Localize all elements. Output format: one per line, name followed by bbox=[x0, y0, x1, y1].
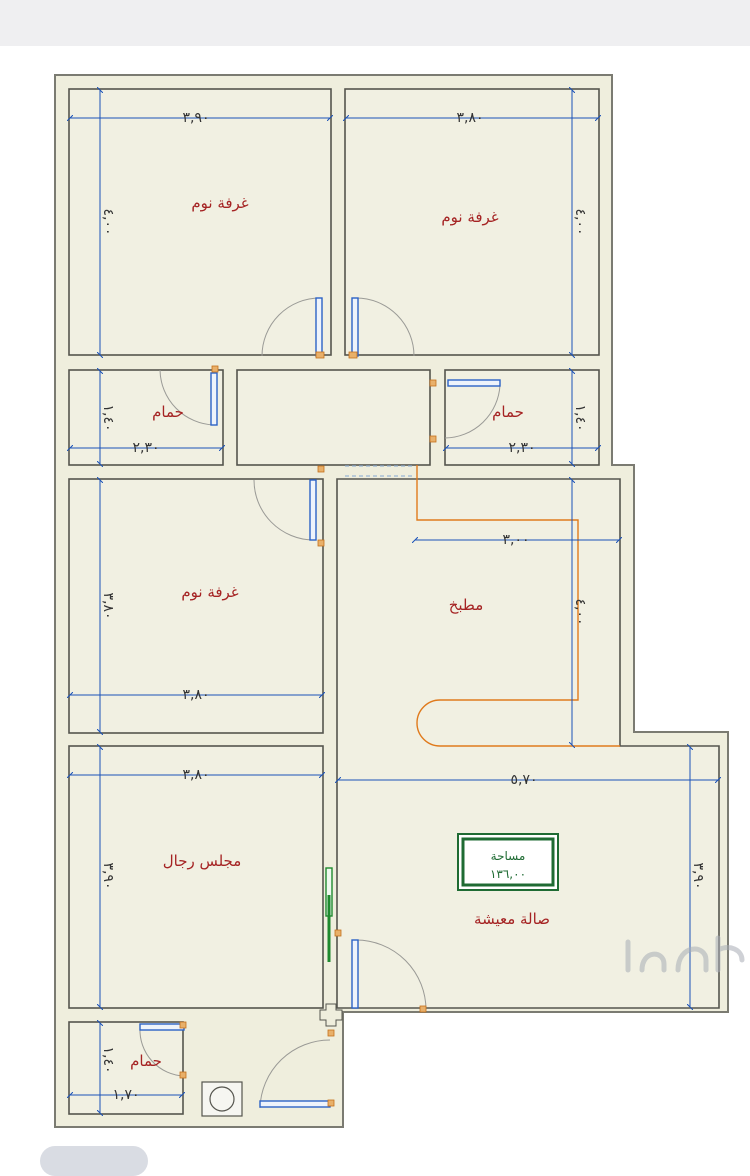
door-swing-bath2 bbox=[444, 384, 501, 439]
door-leaf-entry bbox=[259, 1100, 331, 1108]
column-notch bbox=[319, 1003, 343, 1027]
door-swing-living bbox=[355, 939, 427, 1011]
dim-living-width: ٥,٧٠ bbox=[510, 772, 537, 788]
water-heater bbox=[201, 1081, 243, 1117]
majlis-room bbox=[68, 745, 324, 1009]
label-kitchen: مطبخ bbox=[449, 596, 484, 614]
door-leaf-bath3 bbox=[139, 1023, 185, 1031]
door-leaf-bed3 bbox=[309, 479, 317, 541]
dim-bed1-height: ٤,٠٠ bbox=[100, 208, 116, 235]
door-leaf-bath2 bbox=[447, 379, 501, 387]
door-leaf-living bbox=[351, 939, 359, 1009]
door-leaf-bed1 bbox=[315, 297, 323, 357]
dim-bed3-height: ٣,٨٠ bbox=[100, 592, 116, 619]
bottom-indicator bbox=[40, 1146, 148, 1176]
label-bedroom-3: غرفة نوم bbox=[181, 583, 238, 601]
door-leaf-bed2 bbox=[351, 297, 359, 357]
label-bathroom-3: حمام bbox=[130, 1052, 162, 1070]
dim-majlis-height: ٣,٩٠ bbox=[100, 862, 116, 889]
area-stamp-frame bbox=[457, 833, 559, 891]
dim-bath1-height: ١,٤٠ bbox=[100, 404, 116, 431]
door-swing-bed2 bbox=[355, 297, 415, 357]
label-bathroom-1: حمام bbox=[152, 403, 184, 421]
bedroom-3 bbox=[68, 478, 324, 734]
door-swing-bath1 bbox=[159, 369, 215, 426]
label-bedroom-2: غرفة نوم bbox=[441, 208, 498, 226]
dim-bath3-height: ١,٤٠ bbox=[100, 1046, 116, 1073]
dim-bath2-height: ١,٤٠ bbox=[572, 404, 588, 431]
dim-bed2-height: ٤,٠٠ bbox=[572, 208, 588, 235]
dim-majlis-width: ٣,٨٠ bbox=[182, 767, 209, 783]
kitchen-counter bbox=[416, 465, 620, 747]
label-bedroom-1: غرفة نوم bbox=[191, 194, 248, 212]
door-swing-entry bbox=[259, 1039, 331, 1109]
dim-bath3-width: ١,٧٠ bbox=[112, 1087, 139, 1103]
dim-kitchen-height: ٤,٠٠ bbox=[572, 598, 588, 625]
door-swing-bed1 bbox=[261, 297, 321, 357]
kitchen-living-area bbox=[336, 478, 720, 1009]
area-value: ١٣٦,٠٠ bbox=[490, 867, 526, 881]
dim-living-height: ٣,٩٠ bbox=[690, 862, 706, 889]
door-leaf-bath1 bbox=[210, 372, 218, 426]
dim-bed1-width: ٣,٩٠ bbox=[182, 110, 209, 126]
bathroom-3 bbox=[68, 1021, 184, 1115]
label-bathroom-2: حمام bbox=[492, 403, 524, 421]
aqar-logo-icon bbox=[625, 935, 745, 973]
door-swing-bath3 bbox=[139, 1027, 185, 1077]
door-swing-bed3 bbox=[253, 479, 314, 541]
dim-bath1-width: ٢,٣٠ bbox=[132, 440, 159, 456]
dim-bath2-width: ٢,٣٠ bbox=[508, 440, 535, 456]
area-label: مساحة bbox=[491, 849, 526, 863]
top-bar bbox=[0, 0, 750, 46]
dim-bed3-width: ٣,٨٠ bbox=[182, 687, 209, 703]
dim-kitchen-width: ٣,٠٠ bbox=[502, 532, 529, 548]
bedroom-2 bbox=[344, 88, 600, 356]
label-majlis: مجلس رجال bbox=[163, 852, 242, 870]
bedroom-1 bbox=[68, 88, 332, 356]
label-living: صالة معيشة bbox=[474, 910, 550, 928]
hall bbox=[236, 369, 431, 466]
dim-bed2-width: ٣,٨٠ bbox=[456, 110, 483, 126]
